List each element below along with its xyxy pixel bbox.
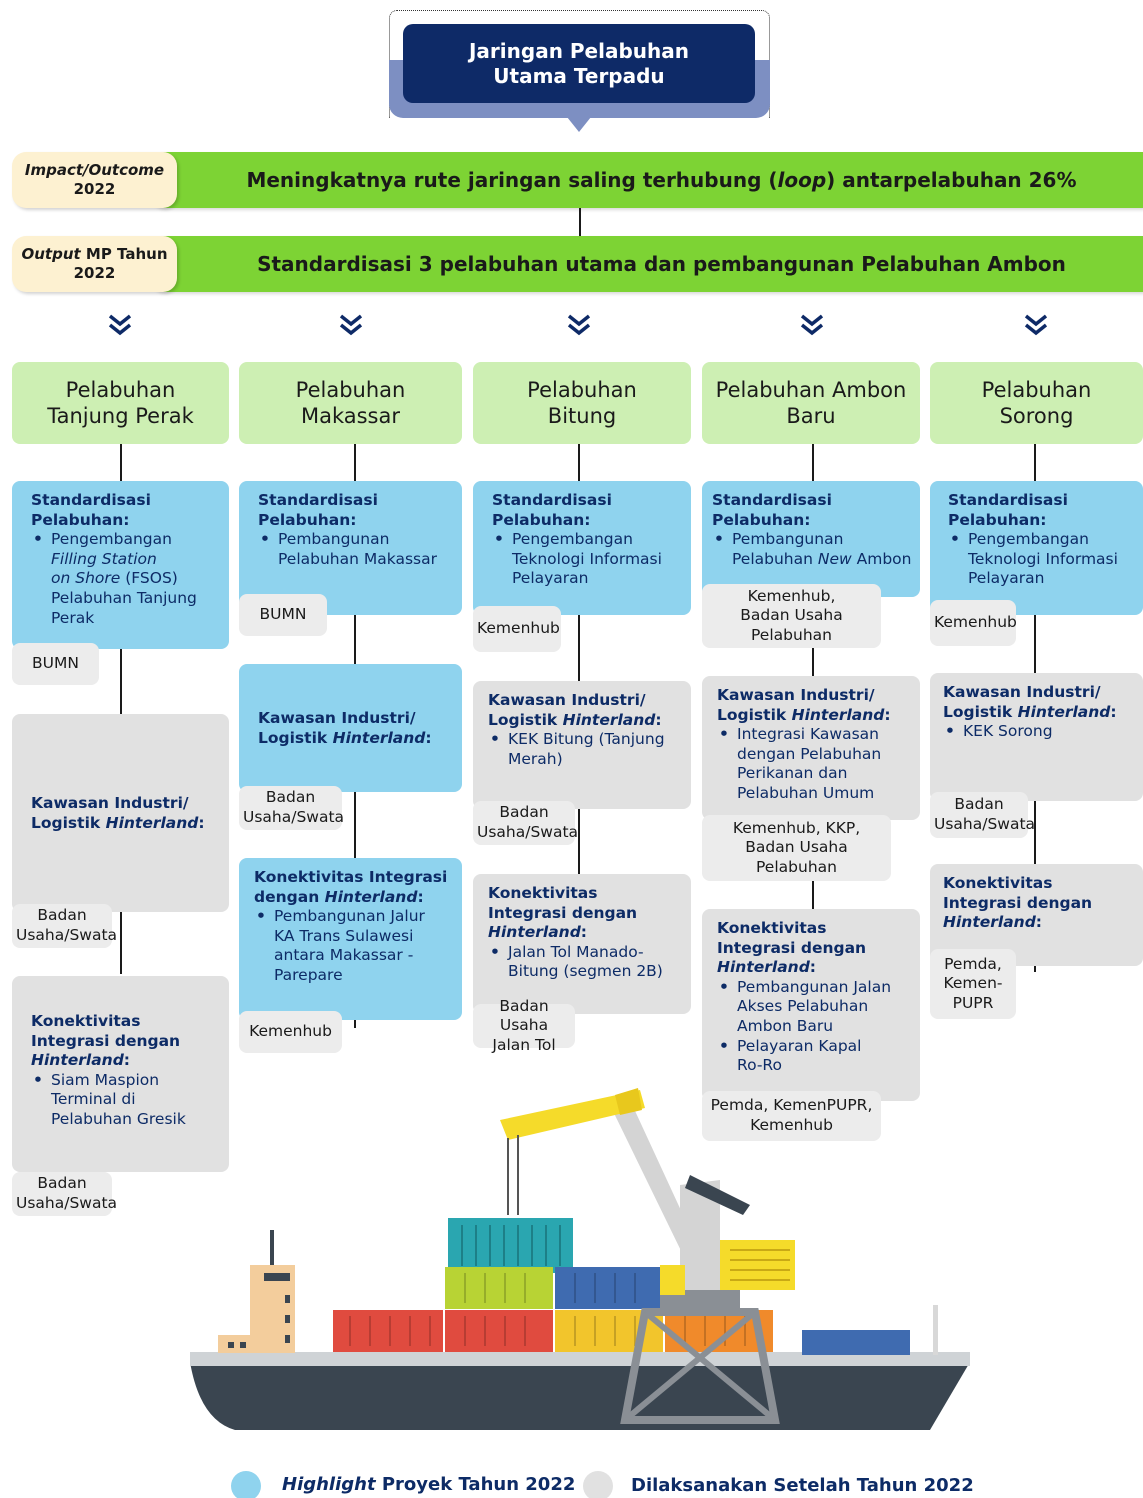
impact-label-year: 2022: [73, 180, 116, 198]
col2-std-entity: BUMN: [239, 594, 327, 636]
chevron-down-icon: [108, 314, 132, 336]
impact-text: Meningkatnya rute jaringan saling terhub…: [246, 168, 1077, 192]
connector-line: [579, 208, 581, 236]
cargo-ship-illustration: [190, 1088, 970, 1430]
impact-label: Impact/Outcome 2022: [12, 152, 177, 208]
output-bar: Standardisasi 3 pelabuhan utama dan pemb…: [150, 236, 1143, 292]
impact-label-text: Impact/Outcome: [24, 161, 165, 179]
legend-dot-highlight: [231, 1471, 261, 1498]
header-title-line1: Jaringan Pelabuhan: [468, 38, 689, 63]
col3-kawasan-card: Kawasan Industri/ Logistik Hinterland: K…: [473, 681, 691, 809]
col3-line: [578, 444, 580, 874]
col5-standardisasi-card: Standardisasi Pelabuhan: PengembanganTek…: [930, 481, 1143, 615]
col2-kawasan-card: Kawasan Industri/ Logistik Hinterland:: [239, 664, 462, 792]
col1-std-entity: BUMN: [12, 643, 99, 685]
chevron-down-icon: [567, 314, 591, 336]
impact-bar: Meningkatnya rute jaringan saling terhub…: [150, 152, 1143, 208]
col1-konektivitas-card: Konektivitas Integrasi dengan Hinterland…: [12, 976, 229, 1172]
output-label: Output MP Tahun 2022: [12, 236, 177, 292]
col3-std-entity: Kemenhub: [473, 606, 561, 652]
col5-std-entity: Kemenhub: [930, 600, 1017, 646]
col2-konektivitas-entity: Kemenhub: [239, 1011, 342, 1053]
col4-konektivitas-entity: Pemda, KemenPUPR,Kemenhub: [702, 1091, 881, 1141]
col2-konektivitas-card: Konektivitas Integrasi dengan Hinterland…: [239, 858, 462, 1020]
col1-kawasan-card: Kawasan Industri/ Logistik Hinterland:: [12, 714, 229, 912]
col5-konektivitas-entity: Pemda,Kemen-PUPR: [930, 949, 1016, 1019]
col3-konektivitas-card: Konektivitas Integrasi dengan Hinterland…: [473, 874, 691, 1014]
output-label-text: Output MP Tahun: [21, 245, 168, 263]
header-title: Jaringan Pelabuhan Utama Terpadu: [403, 24, 755, 103]
chevron-down-icon: [339, 314, 363, 336]
col1-standardisasi-card: Standardisasi Pelabuhan: PengembanganFil…: [12, 481, 229, 649]
col3-standardisasi-card: Standardisasi Pelabuhan: PengembanganTek…: [473, 481, 691, 615]
legend-dot-after-2022: [583, 1471, 613, 1498]
col4-standardisasi-card: Standardisasi Pelabuhan: PembangunanPela…: [702, 481, 920, 597]
chevron-down-icon: [1024, 314, 1048, 336]
col2-standardisasi-card: Standardisasi Pelabuhan: PembangunanPela…: [239, 481, 462, 615]
header-title-line2: Utama Terpadu: [493, 63, 665, 88]
header-pointer: [567, 117, 591, 132]
legend-after-2022-label: Dilaksanakan Setelah Tahun 2022: [631, 1475, 974, 1496]
chevron-down-icon: [800, 314, 824, 336]
col4-kawasan-card: Kawasan Industri/ Logistik Hinterland: I…: [702, 676, 920, 820]
col5-kawasan-card: Kawasan Industri/ Logistik Hinterland: K…: [930, 673, 1143, 801]
col1-line: [120, 444, 122, 974]
col4-konektivitas-card: Konektivitas Integrasi dengan Hinterland…: [702, 909, 920, 1101]
output-text: Standardisasi 3 pelabuhan utama dan pemb…: [257, 252, 1066, 276]
output-label-year: 2022: [73, 264, 116, 282]
legend-highlight-label: Highlight Proyek Tahun 2022: [282, 1474, 576, 1495]
